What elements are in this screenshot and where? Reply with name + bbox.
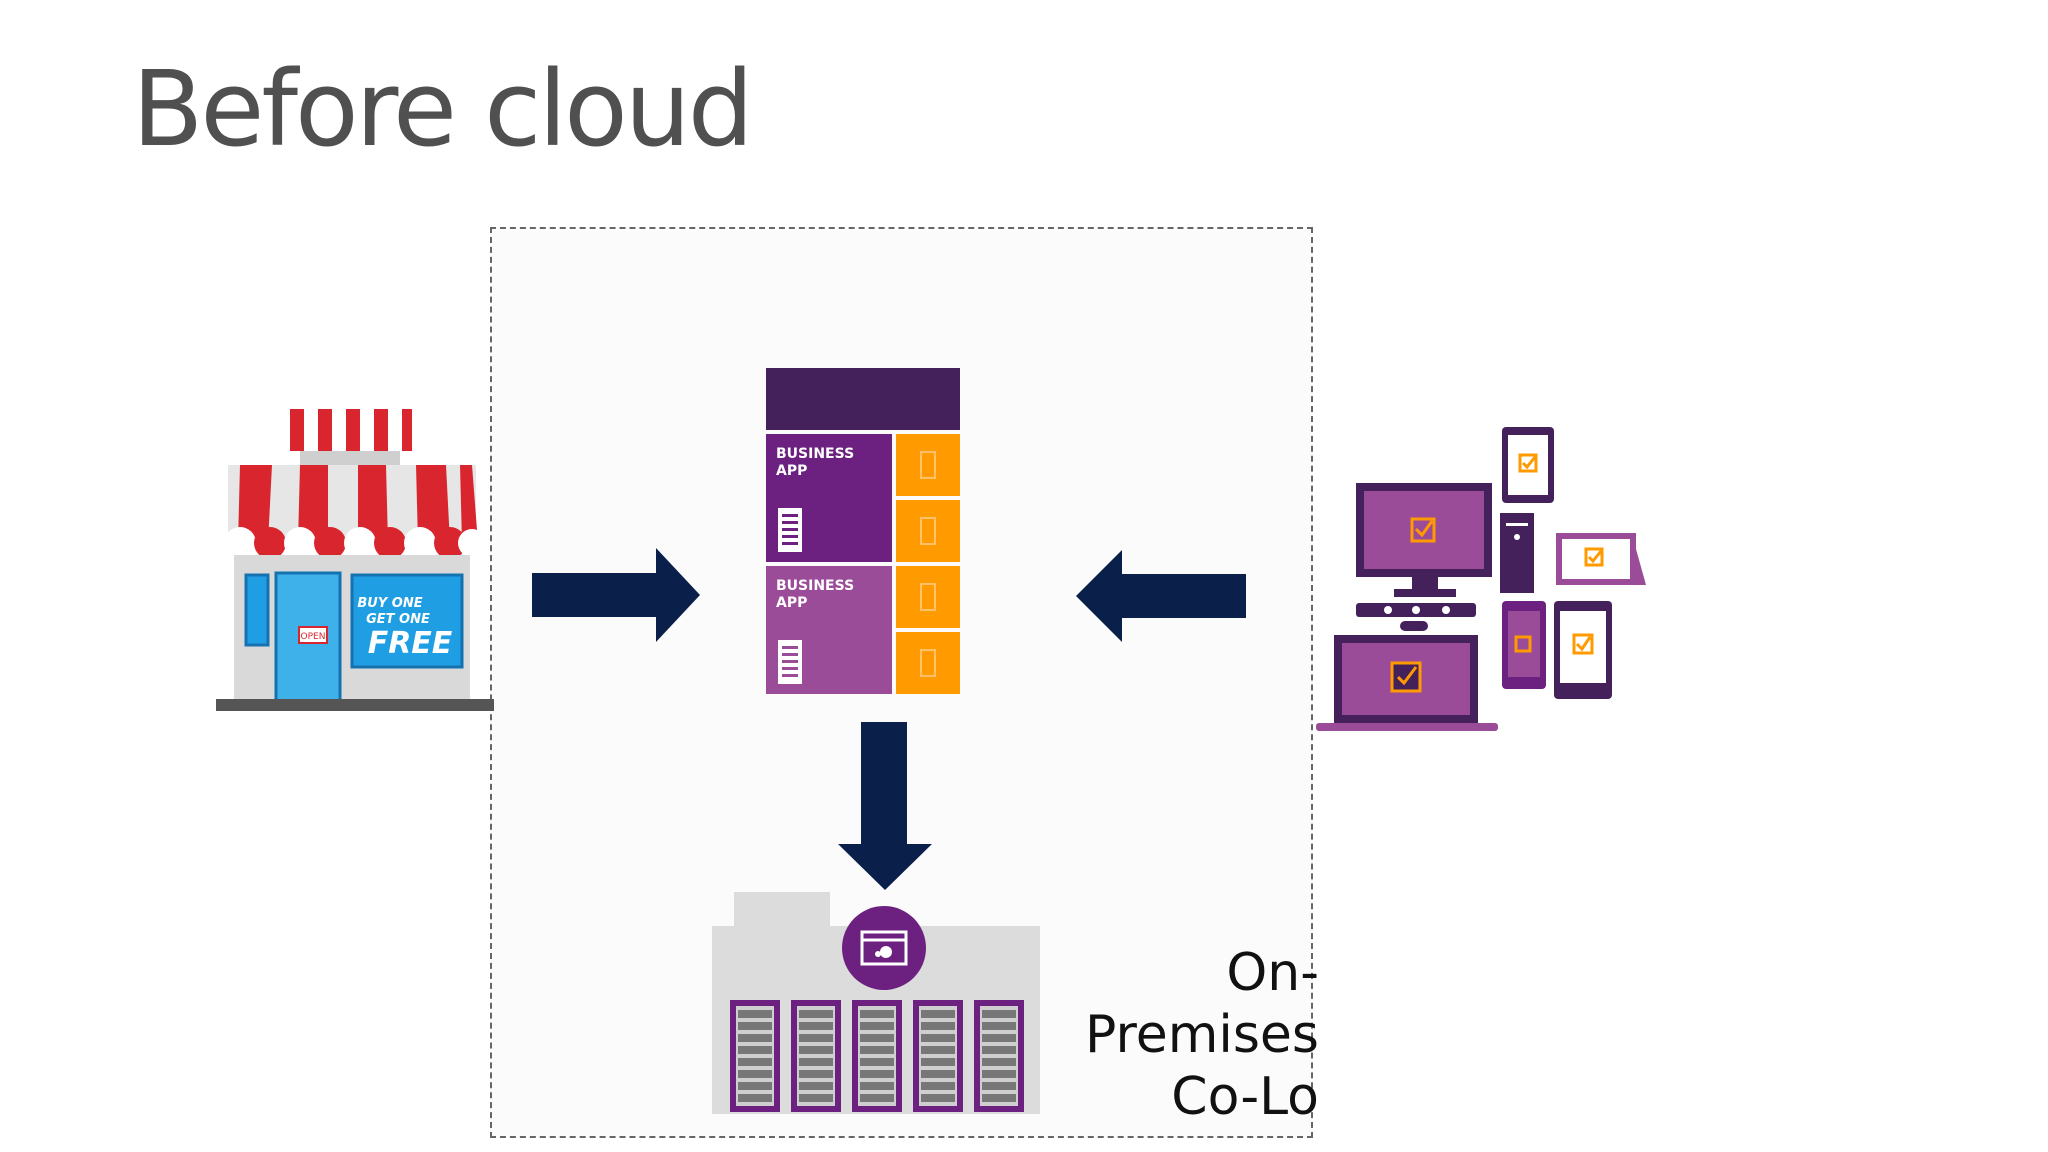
desktop-monitor bbox=[1356, 483, 1492, 597]
main-awning-stripes bbox=[238, 465, 478, 543]
server-racks bbox=[730, 1000, 1024, 1112]
checkbox-icon bbox=[1390, 661, 1422, 693]
label-line-1: On- bbox=[1226, 943, 1319, 1003]
tablet-device-tall bbox=[1554, 601, 1612, 699]
devices-illustration bbox=[1316, 427, 1646, 731]
pc-tower bbox=[1500, 513, 1534, 593]
building-icon bbox=[778, 508, 802, 552]
app-tile-1-label-line2: APP bbox=[776, 463, 807, 479]
datacenter-illustration bbox=[712, 892, 1040, 1114]
app-tile-1: BUSINESS APP bbox=[766, 434, 892, 562]
app-tile-2-label-line2: APP bbox=[776, 595, 807, 611]
tablet-device-right bbox=[1556, 533, 1646, 585]
orange-tiles bbox=[896, 434, 960, 694]
arrow-app-to-datacenter bbox=[838, 722, 932, 890]
top-awning-stripes bbox=[290, 409, 412, 451]
phone-device-top bbox=[1502, 427, 1554, 503]
arrow-devices-to-app bbox=[1076, 550, 1246, 642]
app-tile-2-label-line1: BUSINESS bbox=[776, 578, 854, 594]
app-tile-2: BUSINESS APP bbox=[766, 566, 892, 694]
app-stack-header bbox=[766, 368, 960, 430]
laptop-device bbox=[1316, 635, 1498, 731]
checkbox-icon bbox=[1410, 517, 1436, 543]
business-app-stack: BUSINESS APP BUSINESS APP bbox=[766, 368, 960, 694]
slide-title: Before cloud bbox=[132, 48, 754, 170]
store-door bbox=[274, 571, 342, 705]
app-tile-1-label-line1: BUSINESS bbox=[776, 446, 854, 462]
storefront-illustration: OPEN BUY ONE GET ONE FREE bbox=[216, 409, 494, 711]
checkbox-icon bbox=[1572, 633, 1594, 655]
label-line-3: Co-Lo bbox=[1171, 1067, 1319, 1127]
console-bar bbox=[1356, 603, 1476, 631]
promo-sign-line1: BUY ONE bbox=[357, 596, 422, 611]
promo-sign bbox=[350, 573, 464, 669]
checkbox-icon bbox=[1514, 635, 1532, 653]
promo-sign-line2: GET ONE bbox=[366, 612, 430, 627]
building-icon bbox=[778, 640, 802, 684]
on-premises-label: On- Premises Co-Lo bbox=[1085, 942, 1319, 1128]
open-tag-text: OPEN bbox=[301, 632, 326, 642]
checkbox-icon bbox=[1518, 453, 1538, 473]
phone-device-small bbox=[1502, 601, 1546, 689]
app-window-gear-icon bbox=[860, 930, 908, 966]
store-side-window bbox=[244, 573, 270, 647]
open-tag bbox=[298, 626, 328, 644]
promo-sign-line3: FREE bbox=[368, 626, 453, 661]
label-line-2: Premises bbox=[1085, 1005, 1319, 1065]
store-base bbox=[216, 699, 494, 711]
arrow-store-to-app bbox=[532, 548, 700, 642]
awning-scallops bbox=[224, 527, 486, 559]
checkbox-icon bbox=[1584, 547, 1604, 567]
